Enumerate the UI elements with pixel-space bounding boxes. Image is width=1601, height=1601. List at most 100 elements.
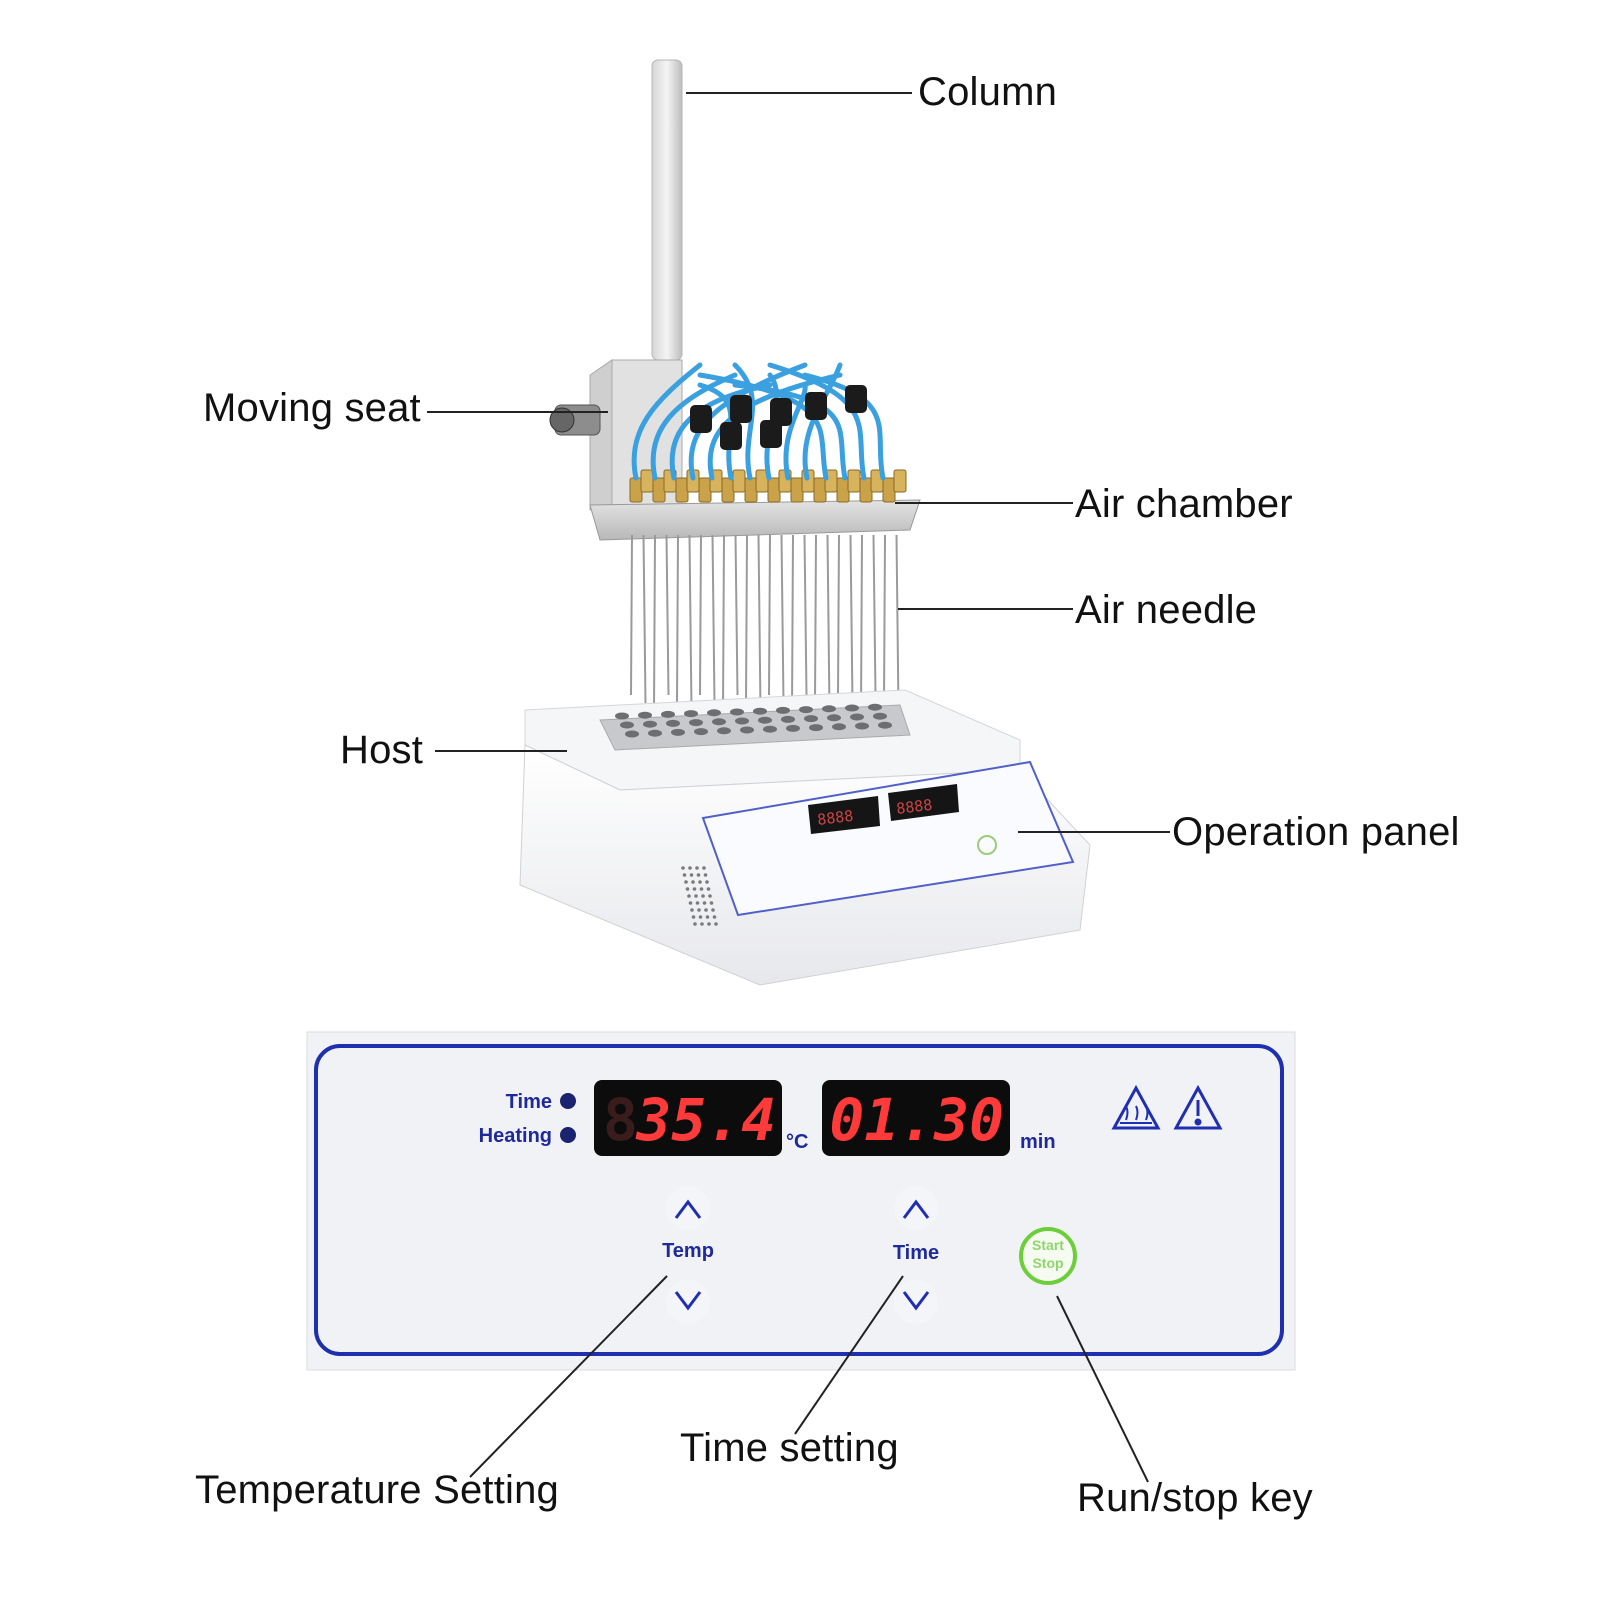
sample-well (758, 716, 772, 724)
leader-run-stop-key (1056, 1295, 1149, 1483)
svg-text:8888: 8888 (895, 796, 933, 818)
vent-hole (712, 915, 717, 919)
brass-fitting (675, 477, 689, 503)
sample-well (661, 710, 675, 718)
label-time-setting: Time setting (680, 1426, 899, 1470)
vent-hole (707, 922, 711, 926)
vent-hole (690, 908, 694, 912)
sample-well (615, 712, 629, 720)
vent-hole (702, 901, 707, 905)
temp-up-button[interactable] (666, 1186, 710, 1230)
sample-well (763, 725, 777, 733)
time-display-value: 01.30 (829, 1086, 1004, 1154)
air-needle (688, 534, 693, 712)
svg-text:8888: 8888 (816, 807, 854, 829)
temperature-display (594, 1080, 782, 1156)
air-needle (722, 534, 725, 712)
chevron-up-icon (674, 1199, 702, 1219)
temp-down-button[interactable] (666, 1280, 710, 1324)
time-indicator-led (560, 1093, 576, 1109)
air-needle (895, 534, 900, 712)
vent-hole (689, 873, 694, 877)
label-air-chamber: Air chamber (1075, 482, 1293, 526)
brass-fitting (813, 477, 827, 503)
tube-connector (770, 398, 792, 426)
air-tube (783, 382, 808, 481)
vent-hole (682, 873, 687, 877)
tube-connector (805, 392, 827, 420)
air-needle (837, 534, 840, 696)
sample-well (735, 717, 749, 725)
air-needle (665, 534, 670, 696)
label-operation-panel: Operation panel (1172, 810, 1460, 854)
leader-lines (427, 92, 1170, 833)
air-needle (745, 534, 748, 704)
air-needle (642, 534, 647, 704)
sample-well (712, 718, 726, 726)
label-column: Column (918, 70, 1058, 114)
vent-hole (703, 873, 708, 877)
brass-fitting (893, 469, 907, 493)
tube-connector (845, 385, 867, 413)
vent-hole (709, 901, 714, 905)
vent-hole (701, 894, 705, 898)
start-stop-button[interactable]: Start Stop (1019, 1227, 1077, 1285)
column (651, 59, 683, 361)
brass-fitting (882, 477, 896, 503)
tube-connector (730, 395, 752, 423)
vent-hole (695, 866, 699, 870)
hot-surface-warning-icon (1111, 1084, 1161, 1130)
vent-grille (681, 866, 718, 926)
sample-well (694, 728, 708, 736)
vent-hole (694, 894, 698, 898)
label-moving-seat: Moving seat (203, 386, 421, 430)
brass-fitting (698, 477, 712, 503)
vent-hole (692, 887, 697, 891)
tube-connector (720, 422, 742, 450)
sample-well (638, 711, 652, 719)
chevron-down-icon (674, 1291, 702, 1311)
vent-hole (685, 887, 690, 891)
air-needle (814, 534, 817, 704)
sample-well (873, 712, 887, 720)
time-down-button[interactable] (894, 1280, 938, 1324)
air-needle (768, 534, 771, 696)
brass-fitting (640, 469, 654, 493)
caution-triangle-icon (1173, 1084, 1223, 1130)
chevron-up-icon (902, 1199, 930, 1219)
brass-fitting (767, 477, 781, 503)
time-key-label: Time (893, 1242, 939, 1264)
vent-hole (684, 880, 688, 884)
air-needle (734, 534, 739, 696)
temp-key-label: Temp (662, 1240, 714, 1262)
air-needle (711, 534, 716, 704)
vent-hole (702, 866, 706, 870)
sample-well (878, 721, 892, 729)
brass-fitting (847, 469, 861, 493)
vent-hole (711, 908, 715, 912)
time-up-button[interactable] (894, 1186, 938, 1230)
air-needle (803, 534, 808, 696)
temperature-display-ghost: 8 (603, 1086, 638, 1154)
temperature-display-value: 35.4 (635, 1086, 776, 1154)
sample-well (707, 709, 721, 717)
sample-well (625, 730, 639, 738)
sample-well (822, 705, 836, 713)
sample-well (786, 724, 800, 732)
label-host: Host (340, 728, 424, 772)
vent-hole (699, 887, 704, 891)
vent-hole (691, 880, 695, 884)
time-display (822, 1080, 1010, 1156)
air-needle (676, 534, 679, 704)
vent-hole (695, 901, 700, 905)
vent-hole (708, 894, 712, 898)
vent-hole (681, 866, 685, 870)
brass-fitting (744, 477, 758, 503)
mini-operation-panel: 8888 8888 (701, 760, 1075, 917)
sample-well (850, 713, 864, 721)
brass-fitting (652, 477, 666, 503)
vent-hole (714, 922, 718, 926)
vent-hole (688, 866, 692, 870)
label-temperature-setting: Temperature Setting (195, 1468, 559, 1512)
